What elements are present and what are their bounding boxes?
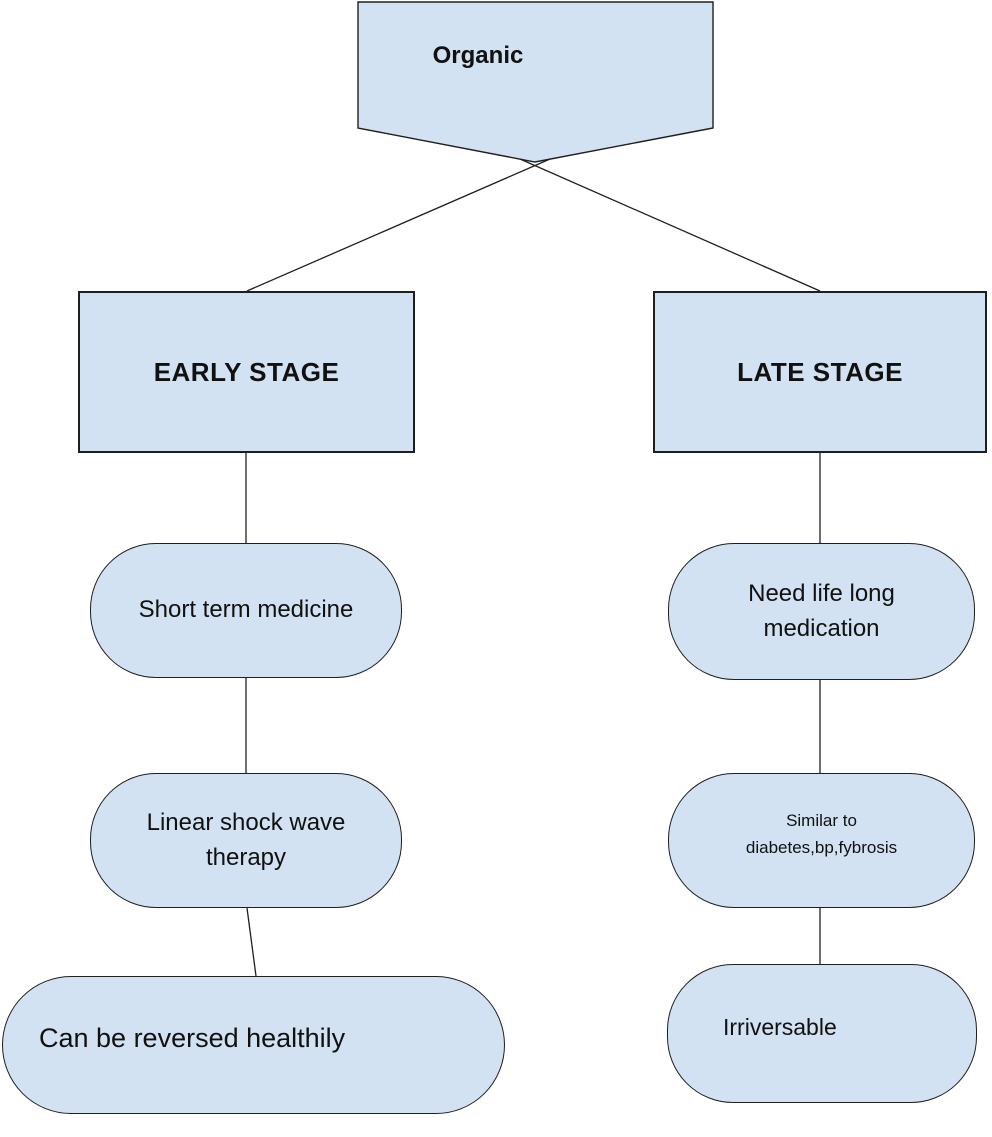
connector-shockwave-to-reversed [246, 907, 257, 977]
node-linear-shock-wave-therapy: Linear shock wave therapy [90, 773, 402, 908]
node-irriversable: Irriversable [667, 964, 977, 1103]
can-be-reversed-healthily-label: Can be reversed healthily [39, 1022, 346, 1053]
connector-root-to-early [246, 158, 551, 292]
node-late-stage: LATE STAGE [653, 291, 987, 453]
node-similar-to-diabetes: Similar to diabetes,bp,fybrosis [668, 773, 975, 908]
similar-to-diabetes-label: Similar to diabetes,bp,fybrosis [745, 811, 898, 857]
late-stage-label: LATE STAGE [737, 356, 903, 387]
node-need-life-long-medication: Need life long medication [668, 543, 975, 680]
root-node-text: Organic [432, 42, 524, 69]
linear-shock-wave-therapy-label: Linear shock wave therapy [146, 809, 346, 871]
early-stage-label: EARLY STAGE [153, 356, 340, 387]
node-early-stage: EARLY STAGE [78, 291, 415, 453]
need-life-long-medication-label: Need life long medication [748, 580, 895, 642]
irriversable-label: Irriversable [723, 1014, 837, 1041]
node-can-be-reversed-healthily: Can be reversed healthily [2, 976, 505, 1114]
node-short-term-medicine: Short term medicine [90, 543, 402, 678]
root-node-shape [357, 1, 714, 163]
short-term-medicine-label: Short term medicine [138, 596, 354, 624]
connector-root-to-late [519, 158, 821, 292]
root-node-label: Organic [358, 2, 713, 128]
